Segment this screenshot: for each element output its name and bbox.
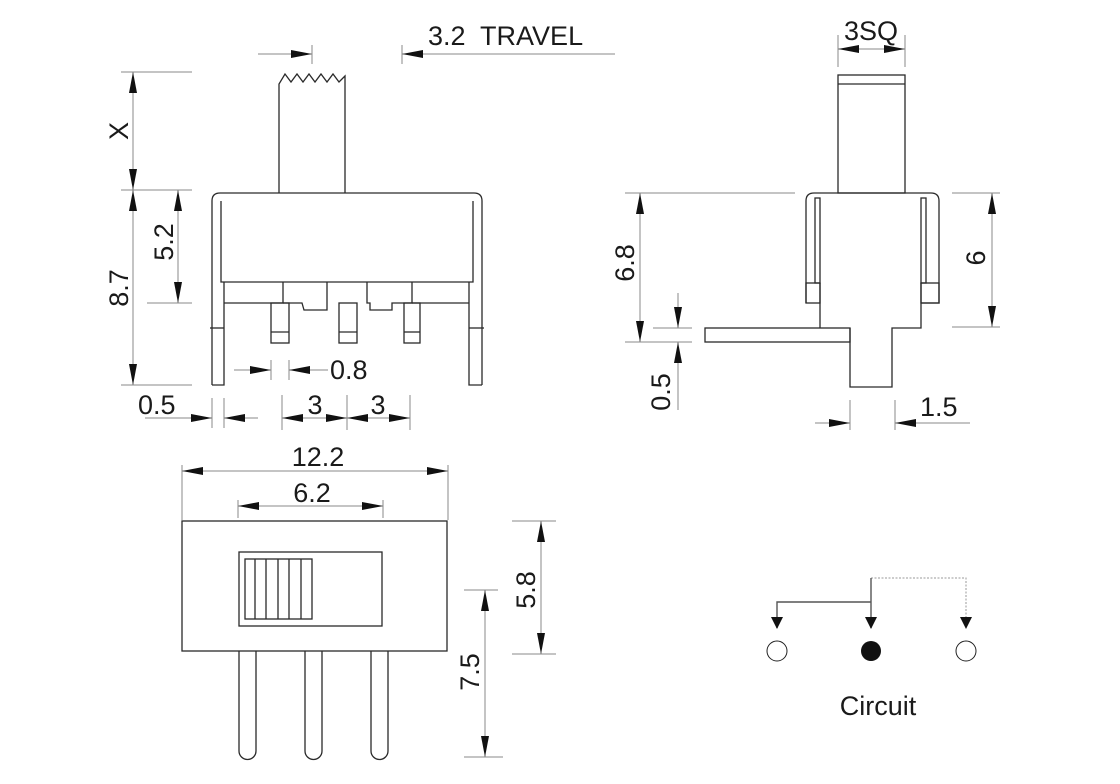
circuit-title: Circuit	[840, 691, 917, 721]
pitch-right-label: 3	[370, 390, 385, 420]
side-body-height-label: 6	[961, 250, 991, 265]
pin-length-label: 7.5	[455, 653, 485, 691]
front-dimensions	[121, 45, 615, 430]
top-view: 12.2 6.2 5.8 7.5	[181, 442, 556, 761]
terminal-right-icon	[955, 640, 977, 662]
side-height-label: 6.8	[610, 244, 640, 282]
top-outline	[181, 520, 448, 761]
front-outline	[210, 72, 484, 386]
side-view: 3SQ 6.8 6 0.5 1.5	[610, 16, 1000, 430]
total-height-label: 8.7	[104, 269, 134, 307]
alternate-path-dotted	[871, 577, 972, 629]
connection-line	[771, 601, 871, 629]
width-label: 5.8	[511, 571, 541, 609]
terminal-left-icon	[766, 640, 788, 662]
circuit-diagram: Circuit	[766, 577, 977, 721]
travel-label: 3.2 TRAVEL	[428, 21, 583, 51]
actuator-height-label: X	[104, 122, 134, 140]
side-pin-width-label: 1.5	[920, 392, 958, 422]
actuator-size-label: 3SQ	[844, 16, 898, 46]
leg-width-label: 0.5	[138, 390, 176, 420]
body-height-label: 5.2	[149, 223, 179, 261]
pin-width-label: 0.8	[330, 355, 368, 385]
terminal-common-icon	[861, 641, 881, 661]
side-outline	[704, 74, 940, 388]
lead-thickness-label: 0.5	[646, 373, 676, 411]
top-dimensions	[181, 465, 556, 758]
pitch-left-label: 3	[307, 390, 322, 420]
slot-length-label: 6.2	[293, 478, 331, 508]
front-view: 3.2 TRAVEL X 8.7 5.2 0.8 0.5 3 3	[104, 21, 615, 430]
side-dimensions	[625, 35, 1000, 430]
length-label: 12.2	[292, 442, 345, 472]
